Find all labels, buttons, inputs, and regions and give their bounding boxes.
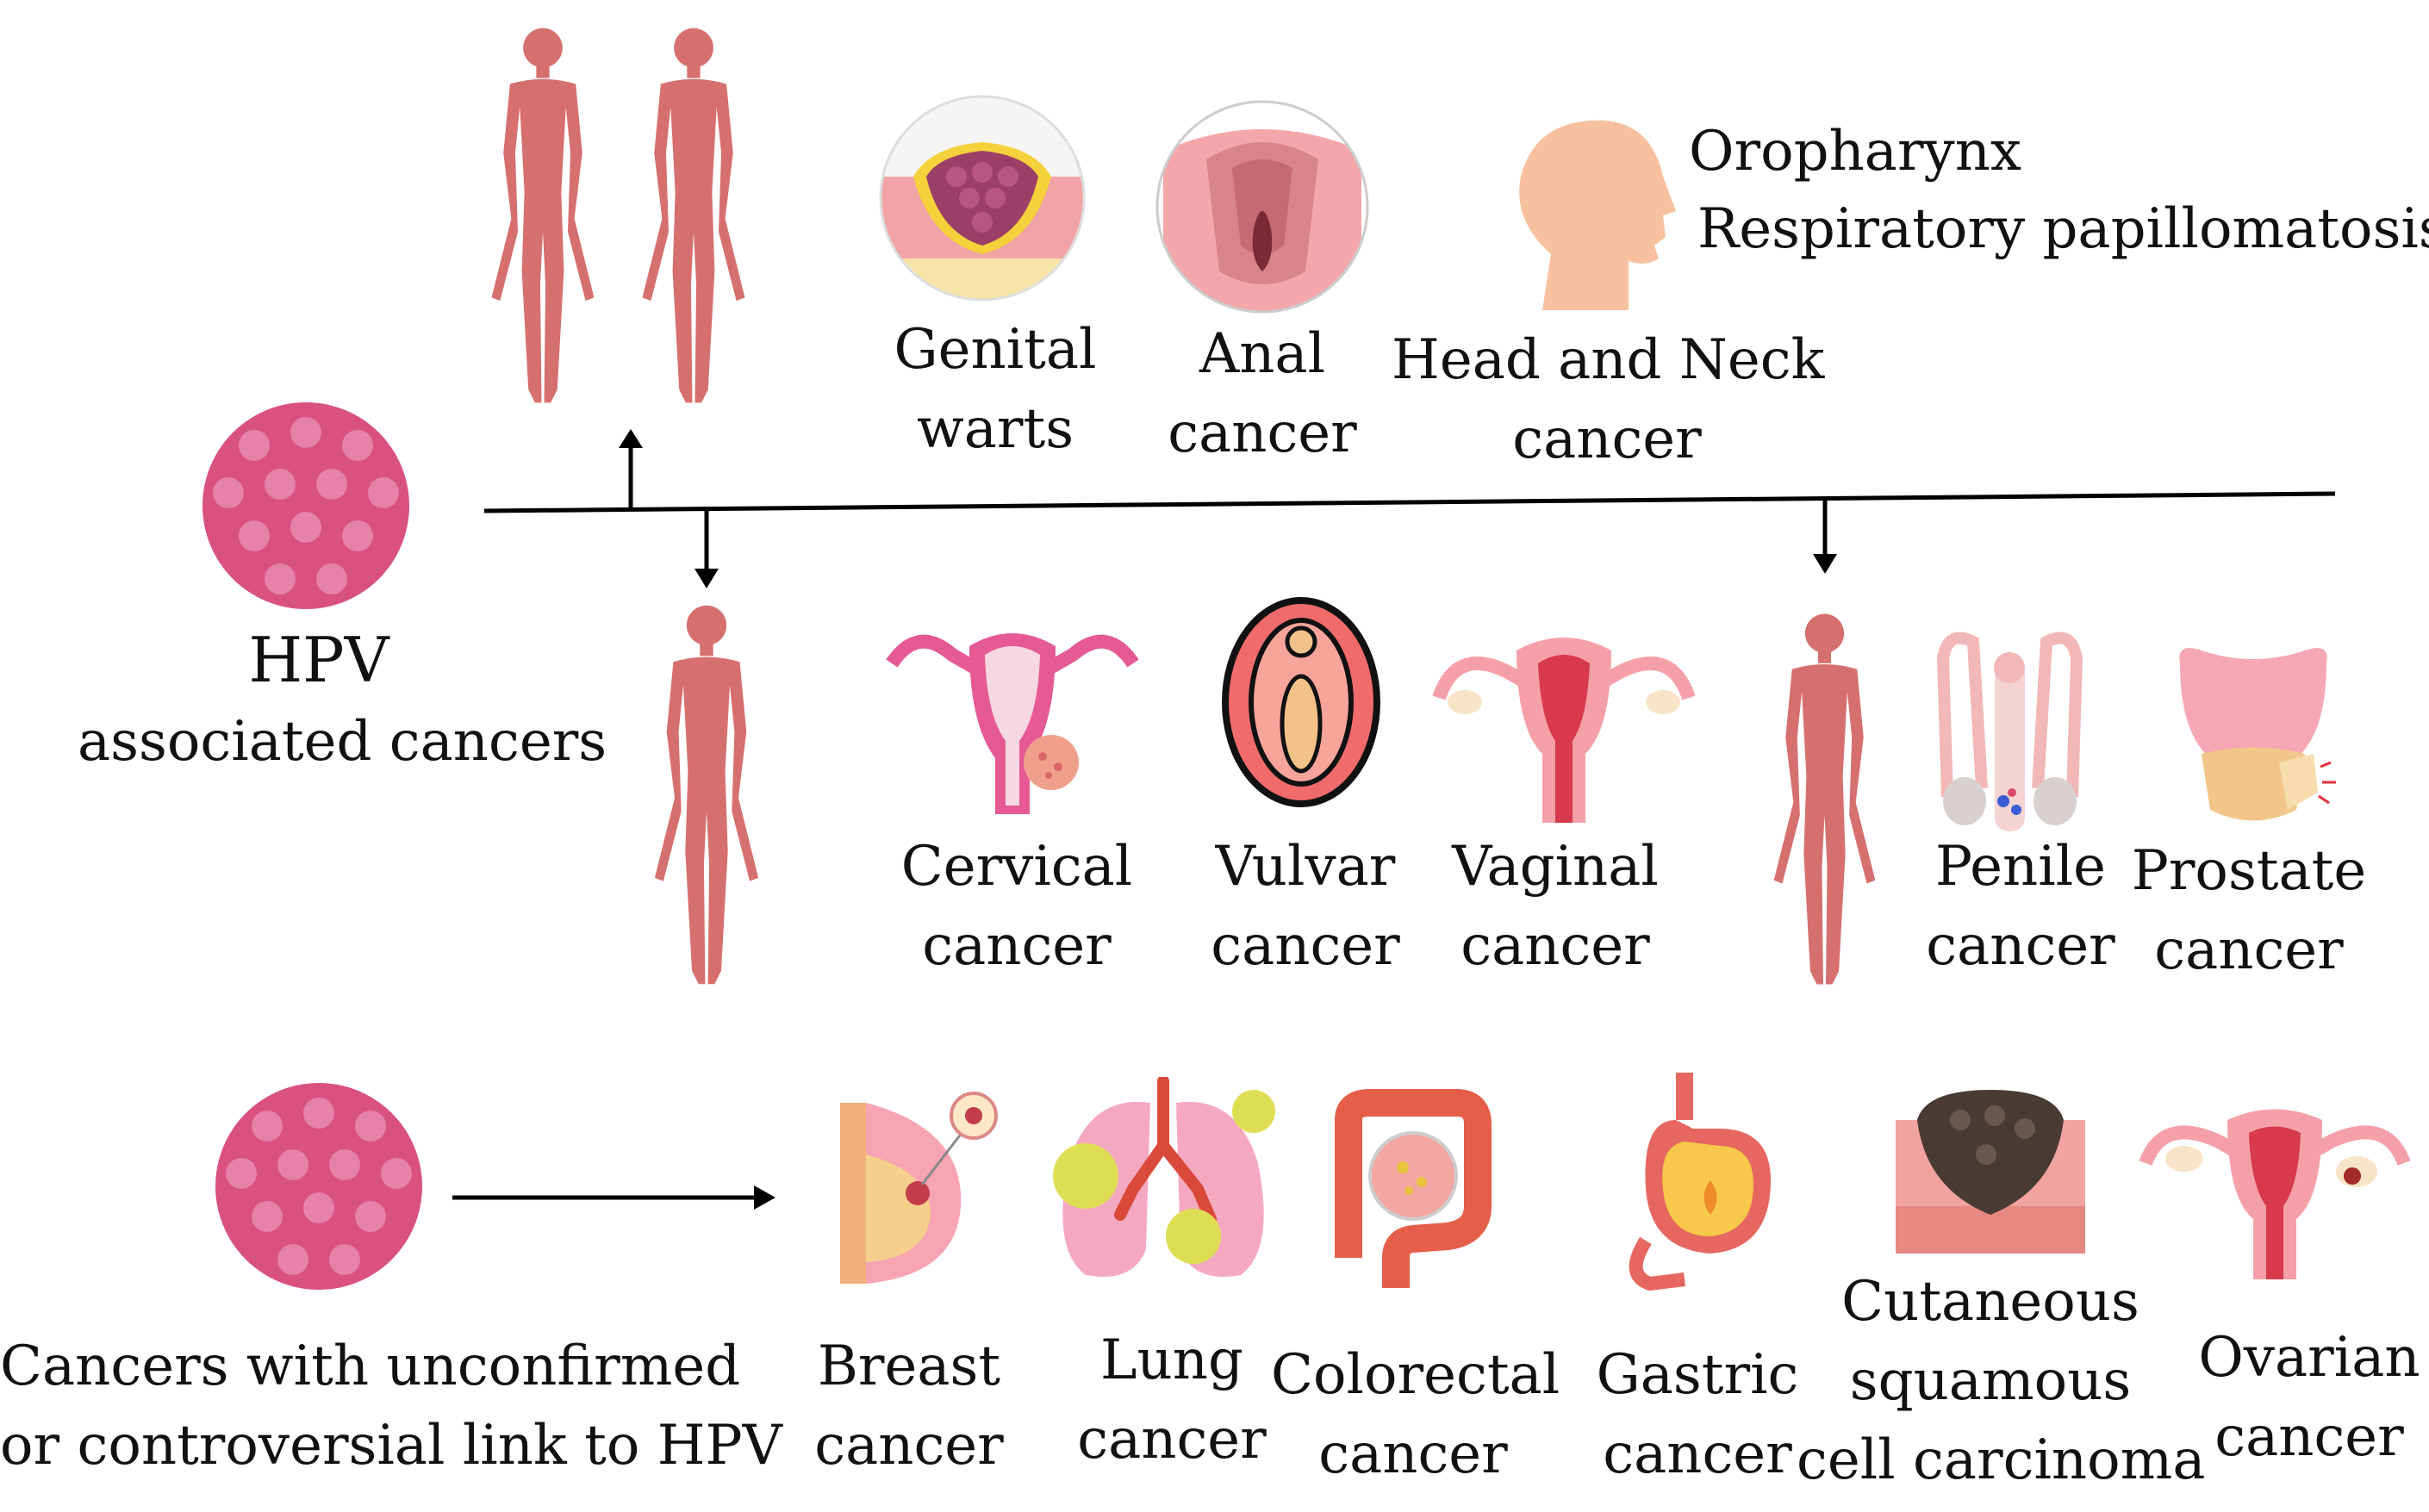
- hpv-subtitle: associated cancers: [78, 710, 607, 774]
- cervical-uterus-icon: [886, 633, 1139, 814]
- timeline-axis: [483, 429, 2336, 588]
- anal-cancer-icon: [1155, 100, 1369, 314]
- hpv-title: HPV: [248, 624, 389, 696]
- gastric-icon: [1629, 1073, 1771, 1291]
- link-arrow: [452, 1185, 775, 1210]
- cutaneous-scc-icon: [1896, 1090, 2085, 1254]
- respiratory-papillomatosis-label: Respiratory papillomatosis: [1697, 197, 2429, 261]
- hpv-virus-icon: [215, 1083, 422, 1290]
- male-figure-icon: [1773, 613, 1876, 985]
- head-silhouette-icon: [1519, 120, 1676, 310]
- lung-icon: [1053, 1077, 1275, 1277]
- vaginal-uterus-icon: [1432, 638, 1696, 823]
- female-figure-icon: [654, 605, 759, 985]
- oropharynx-label: Oropharynx: [1689, 120, 2021, 184]
- vulvar-icon: [1222, 597, 1380, 807]
- genital-warts-icon: [879, 95, 1086, 302]
- breast-icon: [840, 1092, 998, 1284]
- penile-icon: [1936, 632, 2083, 831]
- hpv-virus-icon: [202, 402, 409, 609]
- ovarian-uterus-icon: [2139, 1109, 2411, 1279]
- colorectal-icon: [1335, 1089, 1492, 1288]
- prostate-icon: [2179, 648, 2336, 821]
